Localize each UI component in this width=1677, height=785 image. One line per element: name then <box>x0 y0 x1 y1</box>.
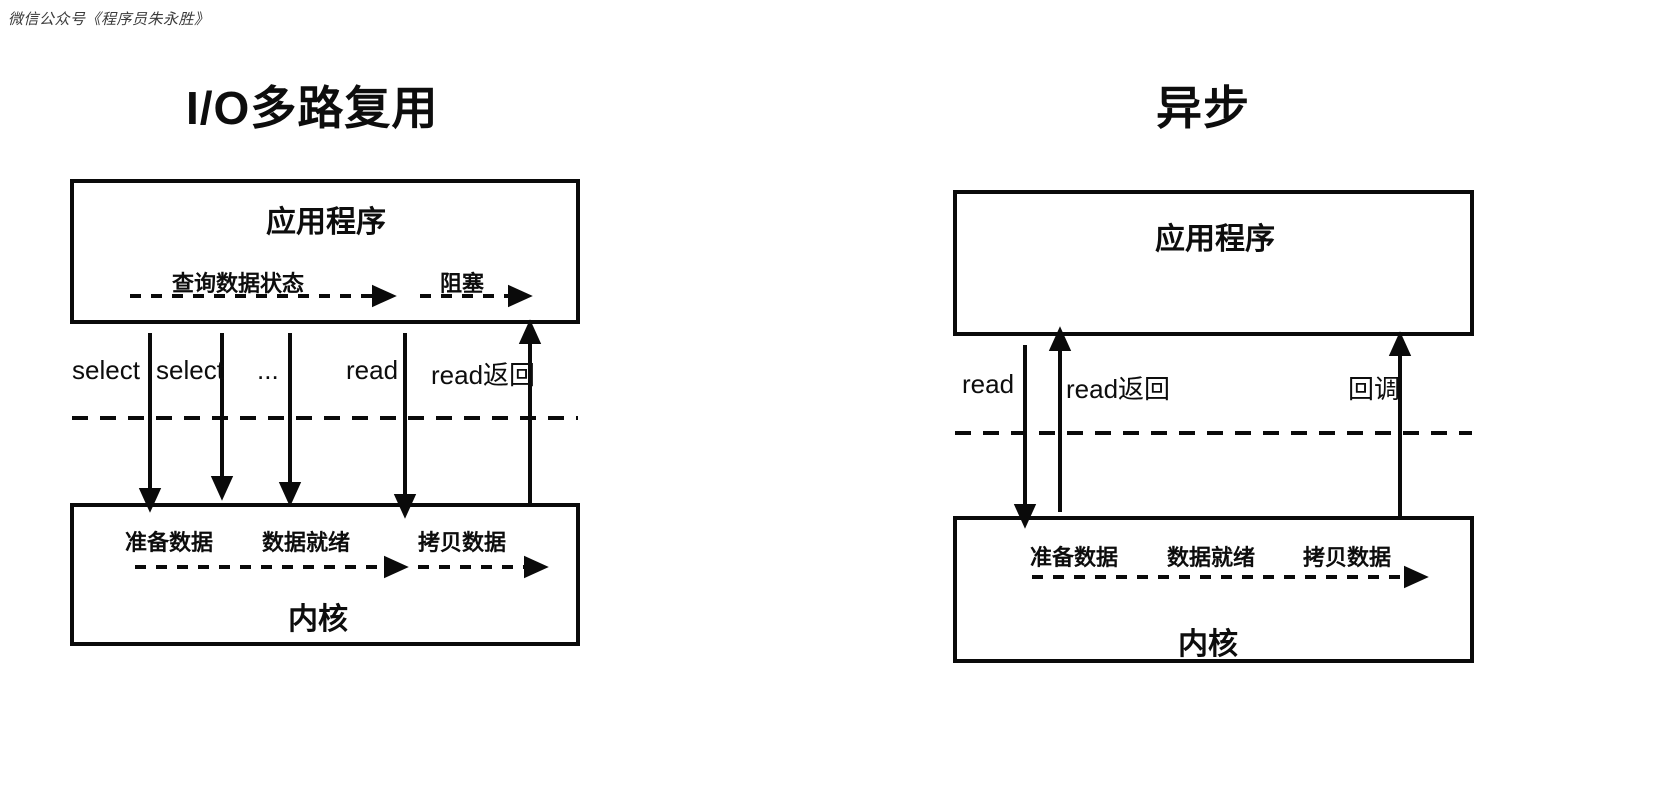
kernel-box-right <box>953 516 1474 663</box>
transition-label-read-left: read <box>346 355 399 385</box>
diagram-title-io-multiplexing: I/O多路复用 <box>186 82 439 134</box>
transition-label-read-right: read <box>962 369 1015 399</box>
app-box-left <box>70 179 580 324</box>
watermark-text: 微信公众号《程序员朱永胜》 <box>8 12 210 28</box>
transition-label-read-return-right: read返回 <box>1066 374 1171 404</box>
kernel-flow-label-ready-left: 数据就绪 <box>262 530 351 555</box>
kernel-box-label-right: 内核 <box>1178 628 1238 661</box>
transition-label-callback: 回调 <box>1348 374 1401 404</box>
app-flow-label-query-status: 查询数据状态 <box>172 271 305 296</box>
transition-label-read-return-left: read返回 <box>431 360 536 390</box>
transition-label-select-2: select <box>156 355 224 385</box>
app-box-label-right: 应用程序 <box>1155 223 1275 256</box>
diagram-title-asynchronous: 异步 <box>1156 82 1250 134</box>
diagram-asynchronous <box>953 190 1474 663</box>
diagram-io-multiplexing <box>70 179 580 646</box>
app-flow-label-blocking: 阻塞 <box>440 271 485 296</box>
kernel-box-label-left: 内核 <box>288 603 348 636</box>
kernel-flow-label-ready-right: 数据就绪 <box>1167 545 1256 570</box>
kernel-box-left <box>70 503 580 646</box>
transition-label-ellipsis: ... <box>257 355 279 385</box>
kernel-flow-label-copy-right: 拷贝数据 <box>1303 545 1392 570</box>
app-box-right <box>953 190 1474 336</box>
app-box-label-left: 应用程序 <box>266 206 386 239</box>
transition-label-select-1: select <box>72 355 140 385</box>
kernel-flow-label-prepare-left: 准备数据 <box>125 530 214 555</box>
kernel-flow-label-copy-left: 拷贝数据 <box>418 530 507 555</box>
kernel-flow-label-prepare-right: 准备数据 <box>1030 545 1119 570</box>
